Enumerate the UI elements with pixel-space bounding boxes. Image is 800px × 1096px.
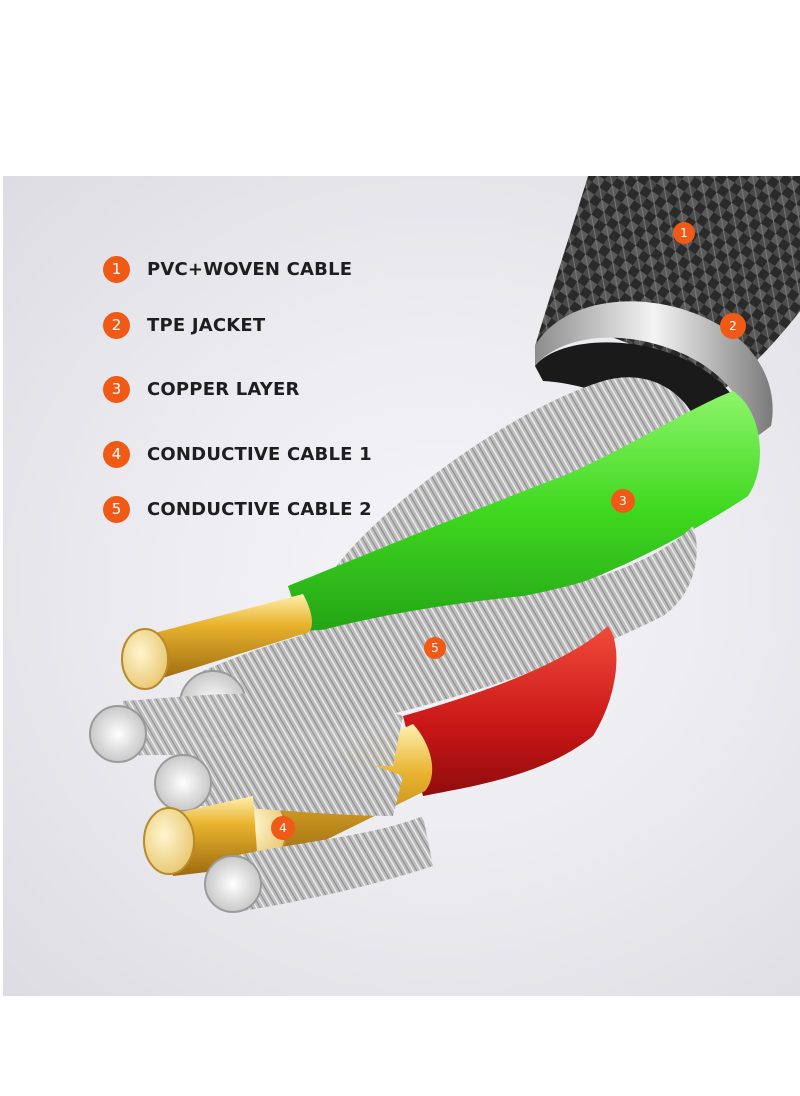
gold-tip-green: [143, 594, 312, 681]
legend-item-pvc-woven-cable: 1 PVC+WOVEN CABLE: [103, 254, 352, 284]
legend-label: CONDUCTIVE CABLE 2: [147, 498, 372, 520]
tpe-jacket: [535, 301, 773, 441]
legend-item-copper-layer: 3 COPPER LAYER: [103, 374, 300, 404]
legend-label: TPE JACKET: [147, 314, 266, 336]
legend-item-tpe-jacket: 2 TPE JACKET: [103, 310, 265, 340]
marker-3: 3: [611, 489, 635, 513]
silver-strand-low-2: [183, 749, 403, 816]
legend-label: CONDUCTIVE CABLE 1: [147, 443, 372, 465]
svg-text:4: 4: [279, 821, 287, 835]
diagram-panel: 1 2 3 4 5 1 PVC+WOVEN CABLE 2 TPE JACKET: [3, 176, 800, 996]
marker-2: 2: [720, 313, 746, 339]
strand-end-2: [89, 705, 147, 763]
strand-end-3: [154, 754, 212, 812]
legend-label: PVC+WOVEN CABLE: [147, 258, 353, 280]
silver-strand-low-1: [123, 693, 403, 766]
legend-item-conductive-cable-1: 4 CONDUCTIVE CABLE 1: [103, 439, 372, 469]
legend-badge-1: 1: [103, 255, 130, 283]
svg-text:2: 2: [729, 319, 737, 333]
legend-badge-3: 3: [103, 375, 130, 403]
legend-badge-5: 5: [103, 495, 130, 523]
silver-strand-front: [203, 526, 697, 736]
marker-1: 1: [673, 222, 695, 244]
cable-illustration: 1 2 3 4 5: [89, 176, 800, 913]
red-conductor: [403, 626, 617, 796]
svg-text:1: 1: [680, 226, 688, 240]
gold-end-green: [121, 628, 169, 690]
strand-end-4: [204, 855, 262, 913]
marker-5: 5: [424, 637, 446, 659]
legend-badge-4: 4: [103, 440, 130, 468]
gold-end-low: [143, 807, 195, 875]
legend: 1 PVC+WOVEN CABLE 2 TPE JACKET 3 COPPER …: [3, 176, 423, 576]
copper-layer-conductor: [288, 391, 760, 631]
svg-text:5: 5: [431, 641, 439, 655]
legend-item-conductive-cable-2: 5 CONDUCTIVE CABLE 2: [103, 494, 372, 524]
legend-badge-2: 2: [103, 311, 130, 339]
legend-label: COPPER LAYER: [147, 378, 300, 400]
svg-text:3: 3: [619, 494, 627, 508]
marker-4: 4: [271, 816, 295, 840]
silver-strand-low-3: [233, 816, 433, 911]
